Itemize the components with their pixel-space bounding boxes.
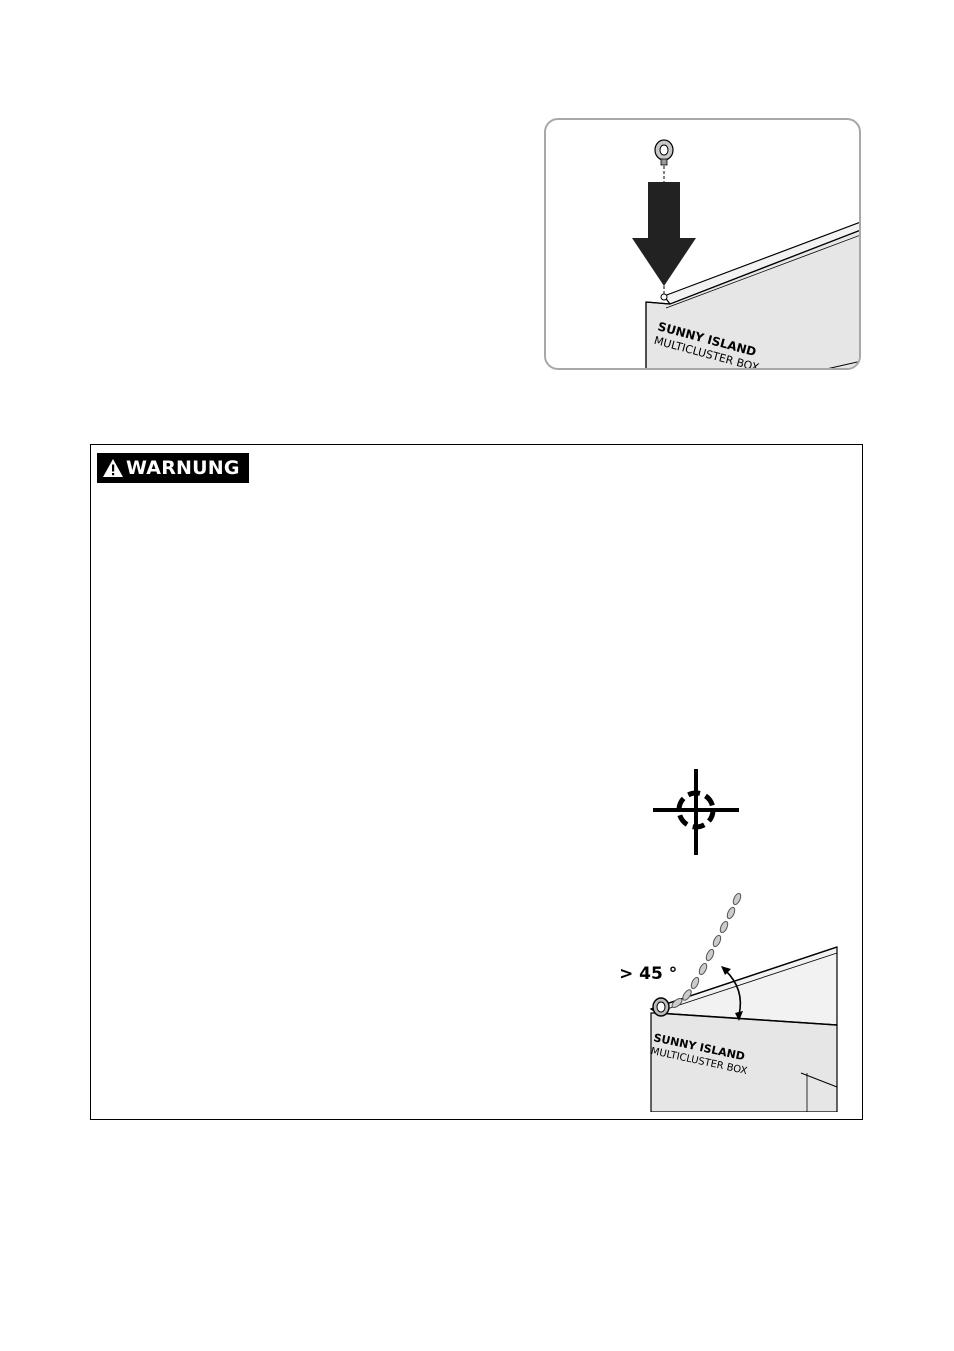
chain-icon: [671, 892, 742, 1008]
down-arrow-icon: [632, 182, 696, 286]
eyebolt-icon: [654, 139, 674, 166]
warning-triangle-icon: [103, 459, 123, 477]
eyebolt-install-figure: SUNNY ISLAND MULTICLUSTER BOX: [544, 118, 861, 370]
warning-box: WARNUNG: [90, 444, 863, 1120]
angle-label: > 45 °: [621, 964, 677, 984]
warning-label: WARNUNG: [97, 453, 249, 483]
warning-label-text: WARNUNG: [126, 457, 240, 479]
lifting-angle-figure: > 45 ° SUNNY ISLAND MULTICLUSTER BOX: [621, 892, 838, 1112]
crosshair-target-icon: [653, 769, 739, 855]
